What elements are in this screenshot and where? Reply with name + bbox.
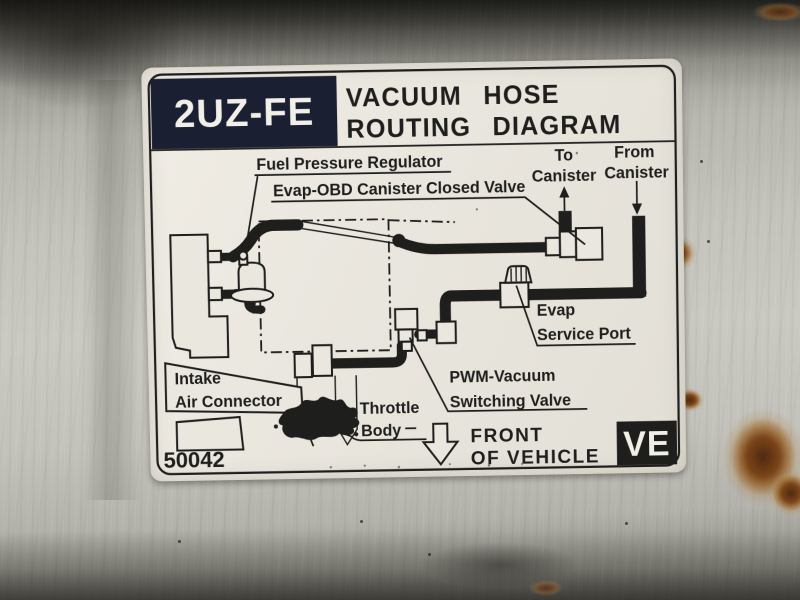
dirt-speck <box>397 465 401 469</box>
throttle-body-label: Body <box>361 422 401 441</box>
fuel-pressure-regulator <box>230 250 275 314</box>
port-tee <box>499 281 531 309</box>
dirt-speck <box>625 522 628 525</box>
label-footer: 50042 FRONT OF VEHICLE VE <box>163 420 678 473</box>
vsv-fitting <box>401 341 414 353</box>
corner-code: VE <box>623 425 671 464</box>
corner-code-box <box>616 420 678 466</box>
dirt-speck <box>448 463 451 466</box>
duct-body <box>169 233 230 360</box>
to-canister-label: Canister <box>532 166 597 185</box>
duct-lower-section <box>177 417 244 451</box>
throttle-hose <box>328 341 408 370</box>
port-cap <box>504 264 533 284</box>
routing-diagram: 2UZ-FE VACUUM HOSE ROUTING DIAGRAM <box>141 58 686 481</box>
from-canister-hose <box>631 215 647 298</box>
intake-air-connector-label: Intake <box>174 370 221 389</box>
engine-code: 2UZ-FE <box>174 90 315 136</box>
rust-spot <box>528 580 564 596</box>
rust-spot <box>752 2 800 22</box>
dirt-speck <box>475 207 478 211</box>
to-canister-stub <box>557 210 572 236</box>
dirt-speck <box>329 466 333 469</box>
dirt-speck <box>575 151 579 155</box>
evap-service-port-label: Evap <box>537 301 576 320</box>
manifold-dashed-extension <box>387 218 455 223</box>
leader-line <box>270 196 586 245</box>
regulator-flange <box>230 287 275 304</box>
throttle-port <box>294 353 314 380</box>
front-of-vehicle-label: OF VEHICLE <box>471 447 600 470</box>
from-canister-label: From <box>614 143 655 162</box>
part-number: 50042 <box>163 447 225 473</box>
rust-spot <box>768 470 800 516</box>
intake-air-connector <box>169 233 244 451</box>
dirt-speck <box>428 553 431 556</box>
evap-service-port-label: Service Port <box>537 325 631 345</box>
dirt-speck <box>700 160 703 163</box>
dirt-speck <box>707 240 710 243</box>
regulator-nipple <box>238 250 249 261</box>
valve-fitting <box>544 236 561 257</box>
vacuum-hose-routing-label: 2UZ-FE VACUUM HOSE ROUTING DIAGRAM <box>141 58 687 482</box>
evap-obd-valve-label: Evap-OBD Canister Closed Valve <box>273 178 526 201</box>
duct-nipple <box>207 286 224 302</box>
front-of-vehicle-arrow-icon <box>423 423 458 464</box>
dirt-speck <box>178 540 181 543</box>
vsv-housing <box>394 308 420 332</box>
canister-closed-valve <box>544 226 604 261</box>
intake-air-connector-label: Air Connector <box>175 392 283 412</box>
damage-speck <box>273 424 278 429</box>
throttle-body-label: Throttle <box>360 399 420 418</box>
hose-connector <box>435 320 458 345</box>
pwm-vsv-label: PWM-Vacuum <box>449 367 555 387</box>
leader-lines <box>244 169 636 443</box>
metal-smudge <box>84 80 140 500</box>
evap-run-hose <box>440 287 647 329</box>
from-canister-label: Canister <box>604 163 669 182</box>
fuel-pipe-lines <box>297 219 397 245</box>
dirt-speck <box>363 464 366 467</box>
bottom-shadow-bump <box>395 535 605 595</box>
throttle-port <box>311 344 334 378</box>
damage-speck <box>354 432 359 437</box>
engine-code-box <box>150 75 338 150</box>
front-of-vehicle-label: FRONT <box>470 425 543 447</box>
regulator-tail-hose <box>244 298 266 314</box>
pwm-vsv-label: Switching Valve <box>450 391 571 411</box>
regulator-body <box>237 261 267 295</box>
flow-arrows <box>559 181 643 215</box>
port-cap-ridges <box>510 267 528 282</box>
label-title-line1: VACUUM HOSE <box>346 81 560 113</box>
duct-nipple <box>206 249 223 264</box>
valve-housing <box>574 226 604 261</box>
damage-blob <box>278 396 360 441</box>
fuel-pressure-regulator-label: Fuel Pressure Regulator <box>256 153 443 174</box>
intake-callout-box <box>165 361 302 415</box>
to-canister-label: To <box>554 146 573 165</box>
leader-line <box>244 175 258 253</box>
damage-mark <box>273 396 360 447</box>
diagram-text-labels: Fuel Pressure Regulator Evap-OBD Caniste… <box>174 143 669 441</box>
dirt-speck <box>360 520 363 523</box>
pwm-vacuum-switching-valve <box>394 308 458 353</box>
throttle-body <box>294 344 357 446</box>
vsv-nipple <box>417 329 429 343</box>
evap-service-port <box>499 264 533 309</box>
label-header: 2UZ-FE VACUUM HOSE ROUTING DIAGRAM <box>149 75 674 150</box>
label-title-line2: ROUTING DIAGRAM <box>346 110 622 143</box>
up-arrow-icon <box>559 186 570 198</box>
canister-valve-hose <box>393 236 553 255</box>
down-arrow-icon <box>631 203 643 215</box>
